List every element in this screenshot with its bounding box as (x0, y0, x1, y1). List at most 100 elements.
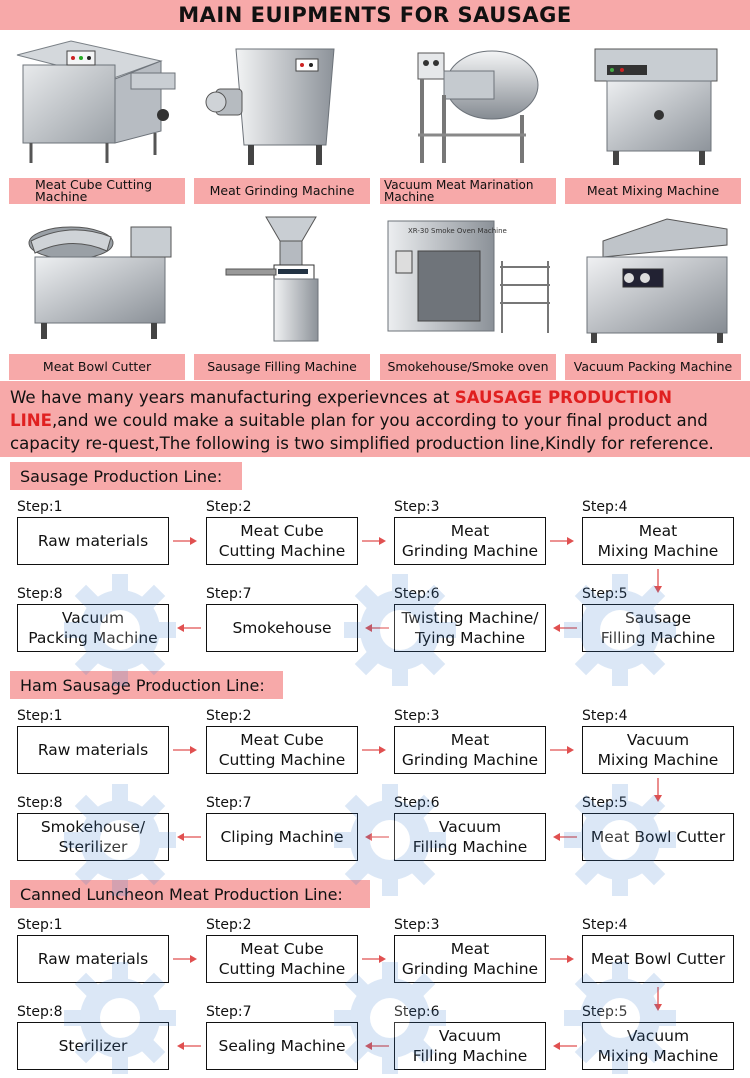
arrow-left-icon (553, 833, 577, 841)
step-label: Step:8 (17, 1004, 63, 1020)
machine-grid: Meat Cube Cutting Machine Meat Grinding … (9, 32, 741, 380)
step-label: Step:1 (17, 499, 63, 515)
step-label: Step:7 (206, 1004, 252, 1020)
step-label: Step:5 (582, 586, 628, 602)
machine-caption: Meat Mixing Machine (565, 178, 741, 204)
machine-card-mixer: Meat Mixing Machine (565, 32, 741, 204)
machine-card-filler: Sausage Filling Machine (194, 208, 370, 380)
arrow-down-icon (654, 987, 662, 1011)
production-line-title: Sausage Production Line: (10, 462, 242, 490)
machine-card-grinder: Meat Grinding Machine (194, 32, 370, 204)
step-label: Step:5 (582, 1004, 628, 1020)
bowl-cutter-photo (9, 208, 185, 354)
machine-caption: Meat Grinding Machine (194, 178, 370, 204)
page-title: MAIN EUIPMENTS FOR SAUSAGE (178, 3, 572, 27)
machine-card-cube-cutter: Meat Cube Cutting Machine (9, 32, 185, 204)
step-box: Meat Bowl Cutter (582, 813, 734, 861)
step-label: Step:6 (394, 795, 440, 811)
arrow-right-icon (550, 955, 574, 963)
intro-text: We have many years manufacturing experie… (10, 388, 455, 407)
machine-caption: Sausage Filling Machine (194, 354, 370, 380)
arrow-right-icon (362, 746, 386, 754)
step-label: Step:3 (394, 917, 440, 933)
step-label: Step:3 (394, 499, 440, 515)
arrow-right-icon (173, 537, 197, 545)
arrow-right-icon (173, 955, 197, 963)
arrow-right-icon (550, 537, 574, 545)
step-label: Step:5 (582, 795, 628, 811)
step-label: Step:7 (206, 586, 252, 602)
page-banner: MAIN EUIPMENTS FOR SAUSAGE (0, 0, 750, 30)
step-box: Meat Bowl Cutter (582, 935, 734, 983)
intro-highlight: SAUSAGE PRODUCTION LINE (10, 388, 672, 430)
arrow-left-icon (365, 624, 389, 632)
machine-card-smokehouse: XR-30 Smoke Oven Machine Smokehouse/Smok… (380, 208, 556, 380)
step-label: Step:2 (206, 499, 252, 515)
vacuum-tumbler-photo (380, 32, 556, 178)
arrow-right-icon (362, 955, 386, 963)
arrow-down-icon (654, 569, 662, 593)
machine-card-packer: Vacuum Packing Machine (565, 208, 741, 380)
step-box: Smokehouse (206, 604, 358, 652)
arrow-right-icon (550, 746, 574, 754)
intro-text-continued: ,and we could make a suitable plan for y… (10, 411, 714, 453)
meat-grinder-photo (194, 32, 370, 178)
machine-caption: Vacuum Packing Machine (565, 354, 741, 380)
step-label: Step:2 (206, 917, 252, 933)
arrow-left-icon (177, 624, 201, 632)
arrow-down-icon (654, 778, 662, 802)
arrow-left-icon (177, 1042, 201, 1050)
machine-card-tumbler: Vacuum Meat Marination Machine (380, 32, 556, 204)
meat-cube-cutter-photo (9, 32, 185, 178)
intro-paragraph: We have many years manufacturing experie… (0, 381, 750, 457)
step-label: Step:7 (206, 795, 252, 811)
machine-caption: Meat Cube Cutting Machine (9, 178, 185, 204)
smoke-oven-model-label: XR-30 Smoke Oven Machine (408, 227, 507, 235)
arrow-left-icon (177, 833, 201, 841)
step-box: Cliping Machine (206, 813, 358, 861)
machine-caption: Meat Bowl Cutter (9, 354, 185, 380)
smokehouse-photo: XR-30 Smoke Oven Machine (380, 208, 556, 354)
meat-mixer-photo (565, 32, 741, 178)
step-box: Raw materials (17, 935, 169, 983)
sausage-filler-photo (194, 208, 370, 354)
step-box: Smokehouse/Sterilizer (17, 813, 169, 861)
machine-caption: Smokehouse/Smoke oven (380, 354, 556, 380)
step-box: Sterilizer (17, 1022, 169, 1070)
step-label: Step:6 (394, 586, 440, 602)
step-label: Step:1 (17, 708, 63, 724)
step-box: Sealing Machine (206, 1022, 358, 1070)
step-label: Step:3 (394, 708, 440, 724)
arrow-left-icon (553, 624, 577, 632)
arrow-left-icon (365, 1042, 389, 1050)
machine-caption: Vacuum Meat Marination Machine (380, 178, 556, 204)
step-label: Step:4 (582, 708, 628, 724)
step-label: Step:8 (17, 795, 63, 811)
production-line-title: Canned Luncheon Meat Production Line: (10, 880, 370, 908)
arrow-left-icon (365, 833, 389, 841)
step-label: Step:1 (17, 917, 63, 933)
step-box: Twisting Machine/Tying Machine (394, 604, 546, 652)
step-label: Step:2 (206, 708, 252, 724)
step-label: Step:4 (582, 917, 628, 933)
arrow-right-icon (362, 537, 386, 545)
step-label: Step:4 (582, 499, 628, 515)
step-box: Raw materials (17, 726, 169, 774)
step-box: Raw materials (17, 517, 169, 565)
vacuum-packer-photo (565, 208, 741, 354)
step-label: Step:8 (17, 586, 63, 602)
step-label: Step:6 (394, 1004, 440, 1020)
